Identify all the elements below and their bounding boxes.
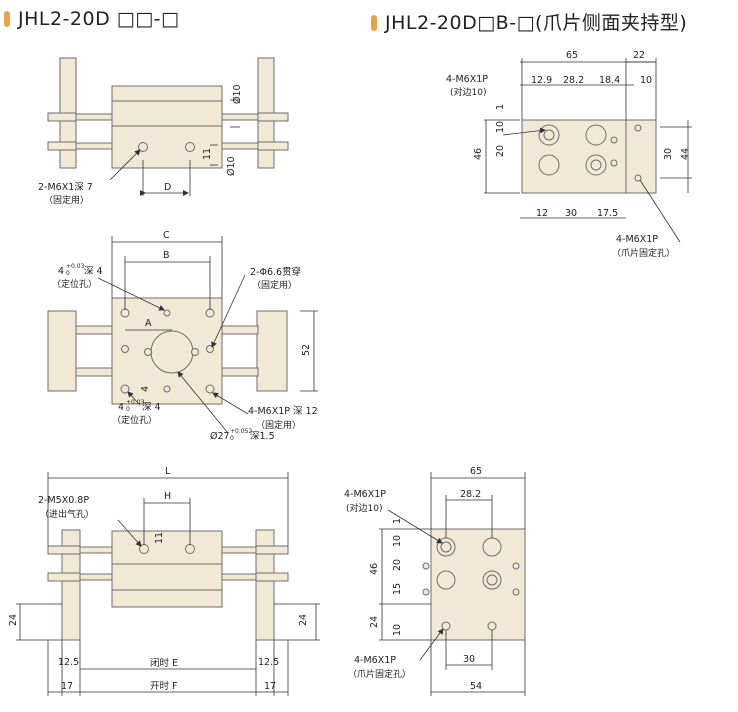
note-hole: 2-M6X1深 7 <box>38 182 93 193</box>
tr-dim-28-2: 28.2 <box>563 75 584 86</box>
mid-m6-sub: （固定用） <box>256 419 301 431</box>
mid-dim-c: C <box>163 230 170 241</box>
bl-dim-17-r: 17 <box>264 681 276 692</box>
br-dim-65: 65 <box>470 466 482 477</box>
mid-bore-tol2: 0 <box>230 435 234 442</box>
br-dim-20: 20 <box>392 559 403 571</box>
dimension-lines <box>16 58 692 696</box>
bl-note-port-sub: （进出气孔） <box>40 508 94 520</box>
tr-note-a-sub: (对边10) <box>450 86 486 98</box>
br-dim-54: 54 <box>470 681 482 692</box>
tr-dim-17-5: 17.5 <box>597 208 618 219</box>
mid-bore-tol: +0.052 <box>230 428 252 435</box>
br-note-b: 4-M6X1P <box>354 655 396 666</box>
title-bullet-icon <box>4 11 10 27</box>
mid-thru-sub: （固定用） <box>252 279 297 291</box>
tr-dim-22: 22 <box>633 50 645 61</box>
mid-pin-bot: 4 <box>118 402 124 413</box>
bl-dim-24-l: 24 <box>8 614 19 626</box>
mid-pin-bot-sub: （定位孔） <box>112 414 157 426</box>
tr-dim-12: 12 <box>536 208 548 219</box>
bl-dim-e: 闭时 E <box>150 657 178 669</box>
br-dim-10b: 10 <box>392 624 403 636</box>
top-view-gripper <box>47 57 289 169</box>
tr-dim-46: 46 <box>473 148 484 160</box>
bl-dim-11: 11 <box>154 532 165 544</box>
mid-dim-4: 4 <box>140 386 151 392</box>
title-standard-text: JHL2-20D □□-□ <box>18 8 180 30</box>
tr-dim-18-4: 18.4 <box>599 75 620 86</box>
tr-dim-44: 44 <box>680 148 691 160</box>
br-dim-15: 15 <box>392 583 403 595</box>
tr-note-a: 4-M6X1P <box>446 74 488 85</box>
note-hole-sub: （固定用） <box>44 194 89 206</box>
bl-dim-f: 开时 F <box>150 680 177 692</box>
mid-bore-depth: 深1.5 <box>250 431 275 442</box>
br-note-a: 4-M6X1P <box>344 489 386 500</box>
dimension-labels: 2-M6X1深 7 （固定用） D Ø10 Ø10 11 4-M6X1P (对边… <box>8 50 691 692</box>
mid-pin-bot-depth: 深 4 <box>142 402 161 413</box>
br-dim-46: 46 <box>369 563 380 575</box>
tr-dim-20: 20 <box>495 145 506 157</box>
bl-dim-17-l: 17 <box>61 681 73 692</box>
br-dim-24: 24 <box>369 616 380 628</box>
mid-pin-top: 4 <box>58 266 64 277</box>
mid-pin-top-sub: （定位孔） <box>52 278 97 290</box>
bl-note-port: 2-M5X0.8P <box>38 495 89 506</box>
mid-dim-52: 52 <box>301 344 312 356</box>
tr-dim-12-9: 12.9 <box>531 75 552 86</box>
br-dim-28-2: 28.2 <box>460 489 481 500</box>
br-note-a-sub: (对边10) <box>346 502 382 514</box>
tr-dim-10-top: 10 <box>640 75 652 86</box>
title-side-clamp-text: JHL2-20D□B-□(爪片侧面夹持型) <box>385 12 688 34</box>
tr-dim-1: 1 <box>495 104 506 110</box>
dim-phi10-top: Ø10 <box>232 84 243 104</box>
title-bullet-icon <box>371 15 377 31</box>
mid-pin-top-tol2: 0 <box>66 270 70 277</box>
bottom-view-open-close <box>47 529 289 641</box>
bl-dim-24-r: 24 <box>298 614 309 626</box>
mid-bore: Ø27 <box>210 431 230 442</box>
title-side-clamp: JHL2-20D□B-□(爪片侧面夹持型) <box>371 8 687 35</box>
tr-dim-10: 10 <box>495 121 506 133</box>
side-clamp-top-view <box>521 119 657 194</box>
bl-dim-12-5-l: 12.5 <box>58 657 79 668</box>
title-standard: JHL2-20D □□-□ <box>4 8 179 30</box>
dim-d: D <box>164 182 171 193</box>
mid-pin-top-depth: 深 4 <box>84 266 103 277</box>
side-clamp-bottom-view <box>422 528 526 641</box>
mid-pin-top-tol: +0.03 <box>66 263 85 270</box>
middle-view-body <box>47 297 288 405</box>
br-dim-1: 1 <box>392 518 403 524</box>
mid-m6: 4-M6X1P 深 12 <box>248 406 318 417</box>
tr-note-b: 4-M6X1P <box>616 234 658 245</box>
br-dim-10a: 10 <box>392 535 403 547</box>
bl-dim-12-5-r: 12.5 <box>258 657 279 668</box>
bl-dim-h: H <box>164 491 171 502</box>
tr-dim-30v: 30 <box>663 148 674 160</box>
mid-pin-bot-tol: +0.03 <box>126 399 145 406</box>
tr-dim-65: 65 <box>566 50 578 61</box>
mid-thru: 2-Φ6.6贯穿 <box>250 266 301 278</box>
tr-dim-30h: 30 <box>565 208 577 219</box>
dim-phi10-bot: Ø10 <box>226 156 237 176</box>
dim-11: 11 <box>202 148 213 160</box>
br-note-b-sub: （爪片固定孔） <box>348 668 411 680</box>
mid-dim-a: A <box>145 318 152 329</box>
mid-pin-bot-tol2: 0 <box>126 406 130 413</box>
br-dim-30: 30 <box>463 654 475 665</box>
bl-dim-l: L <box>165 466 171 477</box>
mid-dim-b: B <box>163 250 170 261</box>
tr-note-b-sub: （爪片固定孔） <box>612 247 675 259</box>
